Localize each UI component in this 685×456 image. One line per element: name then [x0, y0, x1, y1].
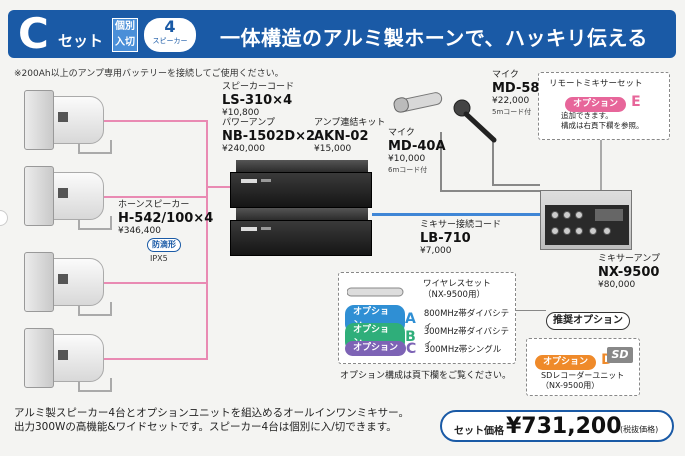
mic-md40a-label: マイク MD-40A ¥10,000 6mコード付 — [388, 128, 446, 174]
footer-description: アルミ製スピーカー4台とオプションユニットを組込めるオールインワンミキサー。 出… — [14, 407, 409, 433]
set-price-label: セット価格 — [454, 426, 504, 437]
speaker-cord-label: スピーカーコード LS-310×4 ¥10,800 — [222, 82, 295, 118]
mic-md40a-icon — [393, 92, 443, 113]
horn-speaker-1 — [18, 90, 114, 158]
headline: 一体構造のアルミ製ホーンで、ハッキリ伝える — [220, 26, 648, 50]
amp-top-1 — [236, 160, 368, 172]
mixer-amp-label: ミキサーアンプ NX-9500 ¥80,000 — [598, 254, 661, 290]
set-label: セット — [58, 32, 104, 50]
mic-cable-1 — [440, 132, 442, 190]
drip-proof-badge: 防滴形 — [147, 238, 181, 252]
mic-cable-2 — [492, 140, 494, 184]
set-letter: C — [18, 9, 49, 58]
speaker-wire-trunk — [206, 120, 208, 360]
horn-speaker-3 — [18, 252, 114, 320]
wireless-set-box: ワイヤレスセット （NX-9500用） オプション A 800MHz帯ダイバシテ… — [338, 272, 516, 364]
mixer-amp-unit — [540, 190, 632, 250]
remote-line — [600, 140, 602, 190]
mic-cable-1h — [440, 190, 540, 192]
amp-top-2 — [236, 208, 368, 220]
speaker-wire-amp — [206, 186, 234, 188]
mixer-cord-line — [372, 213, 540, 216]
wireless-mic-icon — [347, 287, 404, 297]
battery-note: ※200Ah以上のアンプ専用バッテリーを接続してご使用ください。 — [14, 69, 284, 79]
mic-cable-2h — [492, 184, 540, 186]
power-amp-label: パワーアンプ NB-1502D×2 ¥240,000 — [222, 118, 316, 154]
option-d-letter: D — [601, 353, 613, 367]
speaker-wire-3 — [100, 282, 206, 284]
option-note: オプション構成は頁下欄をご覧ください。 — [340, 371, 512, 381]
mic-md58-icon — [453, 99, 497, 143]
header-bar: C セット 個別 入切 4 スピーカー 一体構造のアルミ製ホーンで、ハッキリ伝え… — [8, 10, 676, 58]
page-edge-circle — [0, 210, 8, 226]
mixer-cord-label: ミキサー接続コード LB-710 ¥7,000 — [420, 220, 502, 256]
ipx5-label: IPX5 — [150, 254, 168, 263]
sd-recorder-box: オプション D SD SDレコーダーユニット （NX-9500用） — [526, 338, 640, 396]
horn-speaker-2 — [18, 166, 114, 234]
set-price-box: セット価格 ¥731,200 (税抜価格) — [440, 410, 674, 442]
individual-switch-badge: 個別 入切 — [112, 18, 138, 52]
remote-mixer-box: リモートミキサーセット オプション E 追加できます。 構成は右頁下欄を参照。 — [538, 72, 670, 140]
amp-kit-label: アンプ連結キット AKN-02 ¥15,000 — [314, 118, 386, 154]
recommended-option-label: 推奨オプション — [546, 312, 630, 330]
mic-md58-label: マイク MD-58 ¥22,000 5mコード付 — [492, 70, 540, 116]
speaker-wire-2 — [100, 196, 206, 198]
power-amp-unit-2 — [230, 220, 372, 256]
power-amp-unit-1 — [230, 172, 372, 208]
wireless-connector — [516, 310, 546, 311]
sd-logo: SD — [607, 347, 633, 363]
set-price-tax: (税抜価格) — [620, 425, 659, 434]
option-e-pill: オプション — [565, 97, 627, 112]
set-price-value: ¥731,200 — [506, 414, 622, 439]
wireless-option-c: オプション C 300MHz帯シングル — [345, 341, 501, 356]
horn-speaker-label: ホーンスピーカー H-542/100×4 ¥346,400 — [118, 200, 214, 236]
option-e-letter: E — [631, 93, 641, 110]
speaker-wire-4 — [100, 358, 206, 360]
speaker-wire-1 — [100, 120, 206, 122]
horn-speaker-4 — [18, 328, 114, 396]
speaker-count-badge: 4 スピーカー — [144, 18, 196, 52]
option-d-pill: オプション — [535, 355, 597, 370]
